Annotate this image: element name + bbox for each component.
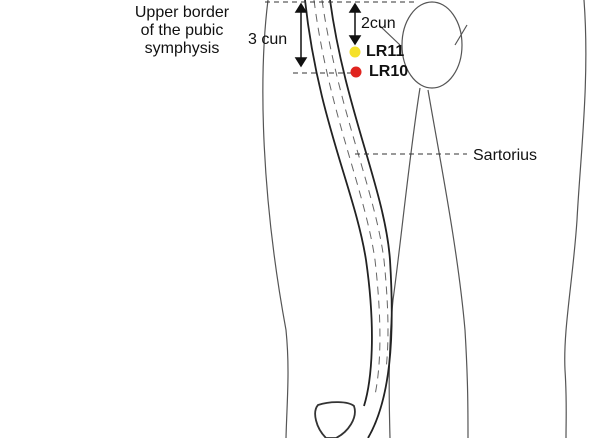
upper-border-line-1: Upper border — [134, 4, 230, 21]
left-leg-inner-outline — [388, 87, 421, 438]
lr10-label: LR10 — [369, 63, 409, 80]
left-leg-outer-outline — [262, 0, 289, 438]
three-cun-label: 3 cun — [248, 31, 288, 48]
genital-outline — [401, 1, 463, 89]
sartorius-muscle — [304, 0, 393, 438]
thigh-crease-left — [379, 25, 401, 46]
upper-border-line-2: of the pubic — [140, 22, 224, 39]
lr11-label: LR11 — [366, 43, 405, 60]
lr11-point[interactable] — [349, 46, 361, 58]
right-leg-outer-outline — [564, 0, 587, 438]
upper-border-label: Upper border of the pubic symphysis — [118, 4, 246, 58]
two-cun-label: 2cun — [361, 15, 396, 32]
right-leg-inner-outline — [427, 89, 469, 438]
thigh-crease-right — [454, 24, 468, 46]
lr10-point[interactable] — [350, 66, 362, 78]
sartorius-label: Sartorius — [473, 147, 538, 164]
upper-border-line-3: symphysis — [144, 40, 220, 57]
patella-outline — [314, 401, 356, 438]
